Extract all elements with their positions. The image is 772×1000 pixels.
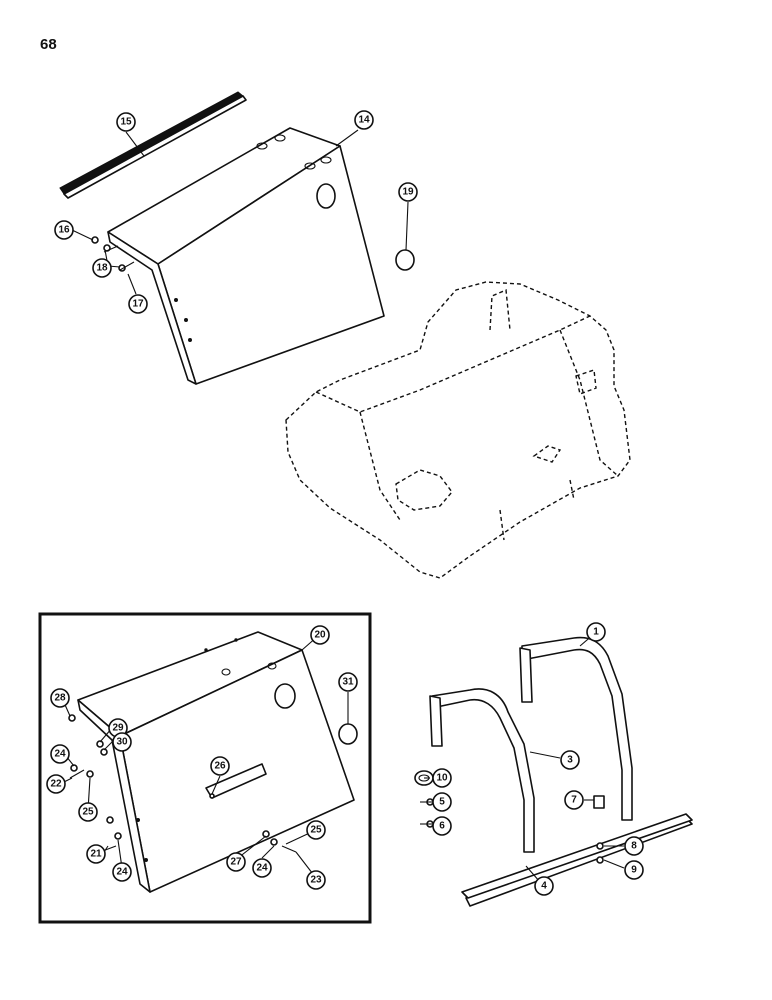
callout-25-a: 25 [78,802,98,822]
svg-text:23: 23 [310,875,322,886]
svg-text:18: 18 [96,263,108,274]
callout-4: 4 [534,876,554,896]
svg-text:25: 25 [82,807,94,818]
svg-text:6: 6 [439,821,445,832]
callout-17: 17 [128,294,148,314]
callout-16: 16 [54,220,74,240]
callout-31: 31 [338,672,358,692]
svg-text:9: 9 [631,865,637,876]
svg-text:15: 15 [120,117,132,128]
callout-24-b: 24 [112,862,132,882]
callout-24-c: 24 [252,858,272,878]
callout-20: 20 [310,625,330,645]
svg-text:19: 19 [402,187,414,198]
inset-frame [38,612,372,924]
shield-panel-14 [107,127,385,385]
callout-27: 27 [226,852,246,872]
callout-24-a: 24 [50,744,70,764]
svg-text:24: 24 [256,863,268,874]
callout-1: 1 [586,622,606,642]
svg-text:10: 10 [436,773,448,784]
plug-19 [395,249,415,271]
svg-text:17: 17 [132,299,144,310]
callout-10: 10 [432,768,452,788]
plug-31 [338,723,358,745]
svg-text:21: 21 [90,849,102,860]
callout-8: 8 [624,836,644,856]
roll-bar-frame-1 [429,636,633,853]
svg-text:31: 31 [342,677,354,688]
svg-text:26: 26 [214,761,226,772]
trim-strip-15 [59,91,247,199]
page-number: 68 [40,36,57,53]
callout-28: 28 [50,688,70,708]
crossbar-4 [461,813,693,907]
svg-text:30: 30 [116,737,128,748]
callout-14: 14 [354,110,374,130]
svg-text:22: 22 [50,779,62,790]
callout-15: 15 [116,112,136,132]
callout-18: 18 [92,258,112,278]
callout-23: 23 [306,870,326,890]
svg-text:1: 1 [593,627,599,638]
svg-text:7: 7 [571,795,577,806]
svg-text:14: 14 [358,115,370,126]
svg-text:4: 4 [541,881,547,892]
svg-text:28: 28 [54,693,66,704]
svg-text:24: 24 [116,867,128,878]
hardware-16-17-18 [91,236,135,272]
svg-text:27: 27 [230,857,242,868]
callout-7: 7 [564,790,584,810]
svg-text:20: 20 [314,630,326,641]
callout-30: 30 [112,732,132,752]
callout-19: 19 [398,182,418,202]
callout-9: 9 [624,860,644,880]
callout-25-b: 25 [306,820,326,840]
svg-text:29: 29 [112,723,124,734]
svg-text:8: 8 [631,841,637,852]
svg-text:3: 3 [567,755,573,766]
svg-text:16: 16 [58,225,70,236]
callout-6: 6 [432,816,452,836]
shield-panel-20 [77,631,355,893]
callout-5: 5 [432,792,452,812]
hardware-21-to-30 [68,714,297,853]
svg-text:24: 24 [54,749,66,760]
callout-21: 21 [86,844,106,864]
svg-text:25: 25 [310,825,322,836]
svg-text:5: 5 [439,797,445,808]
callout-3: 3 [560,750,580,770]
callout-26: 26 [210,756,230,776]
callout-22: 22 [46,774,66,794]
fuel-tank-outline [285,281,631,579]
